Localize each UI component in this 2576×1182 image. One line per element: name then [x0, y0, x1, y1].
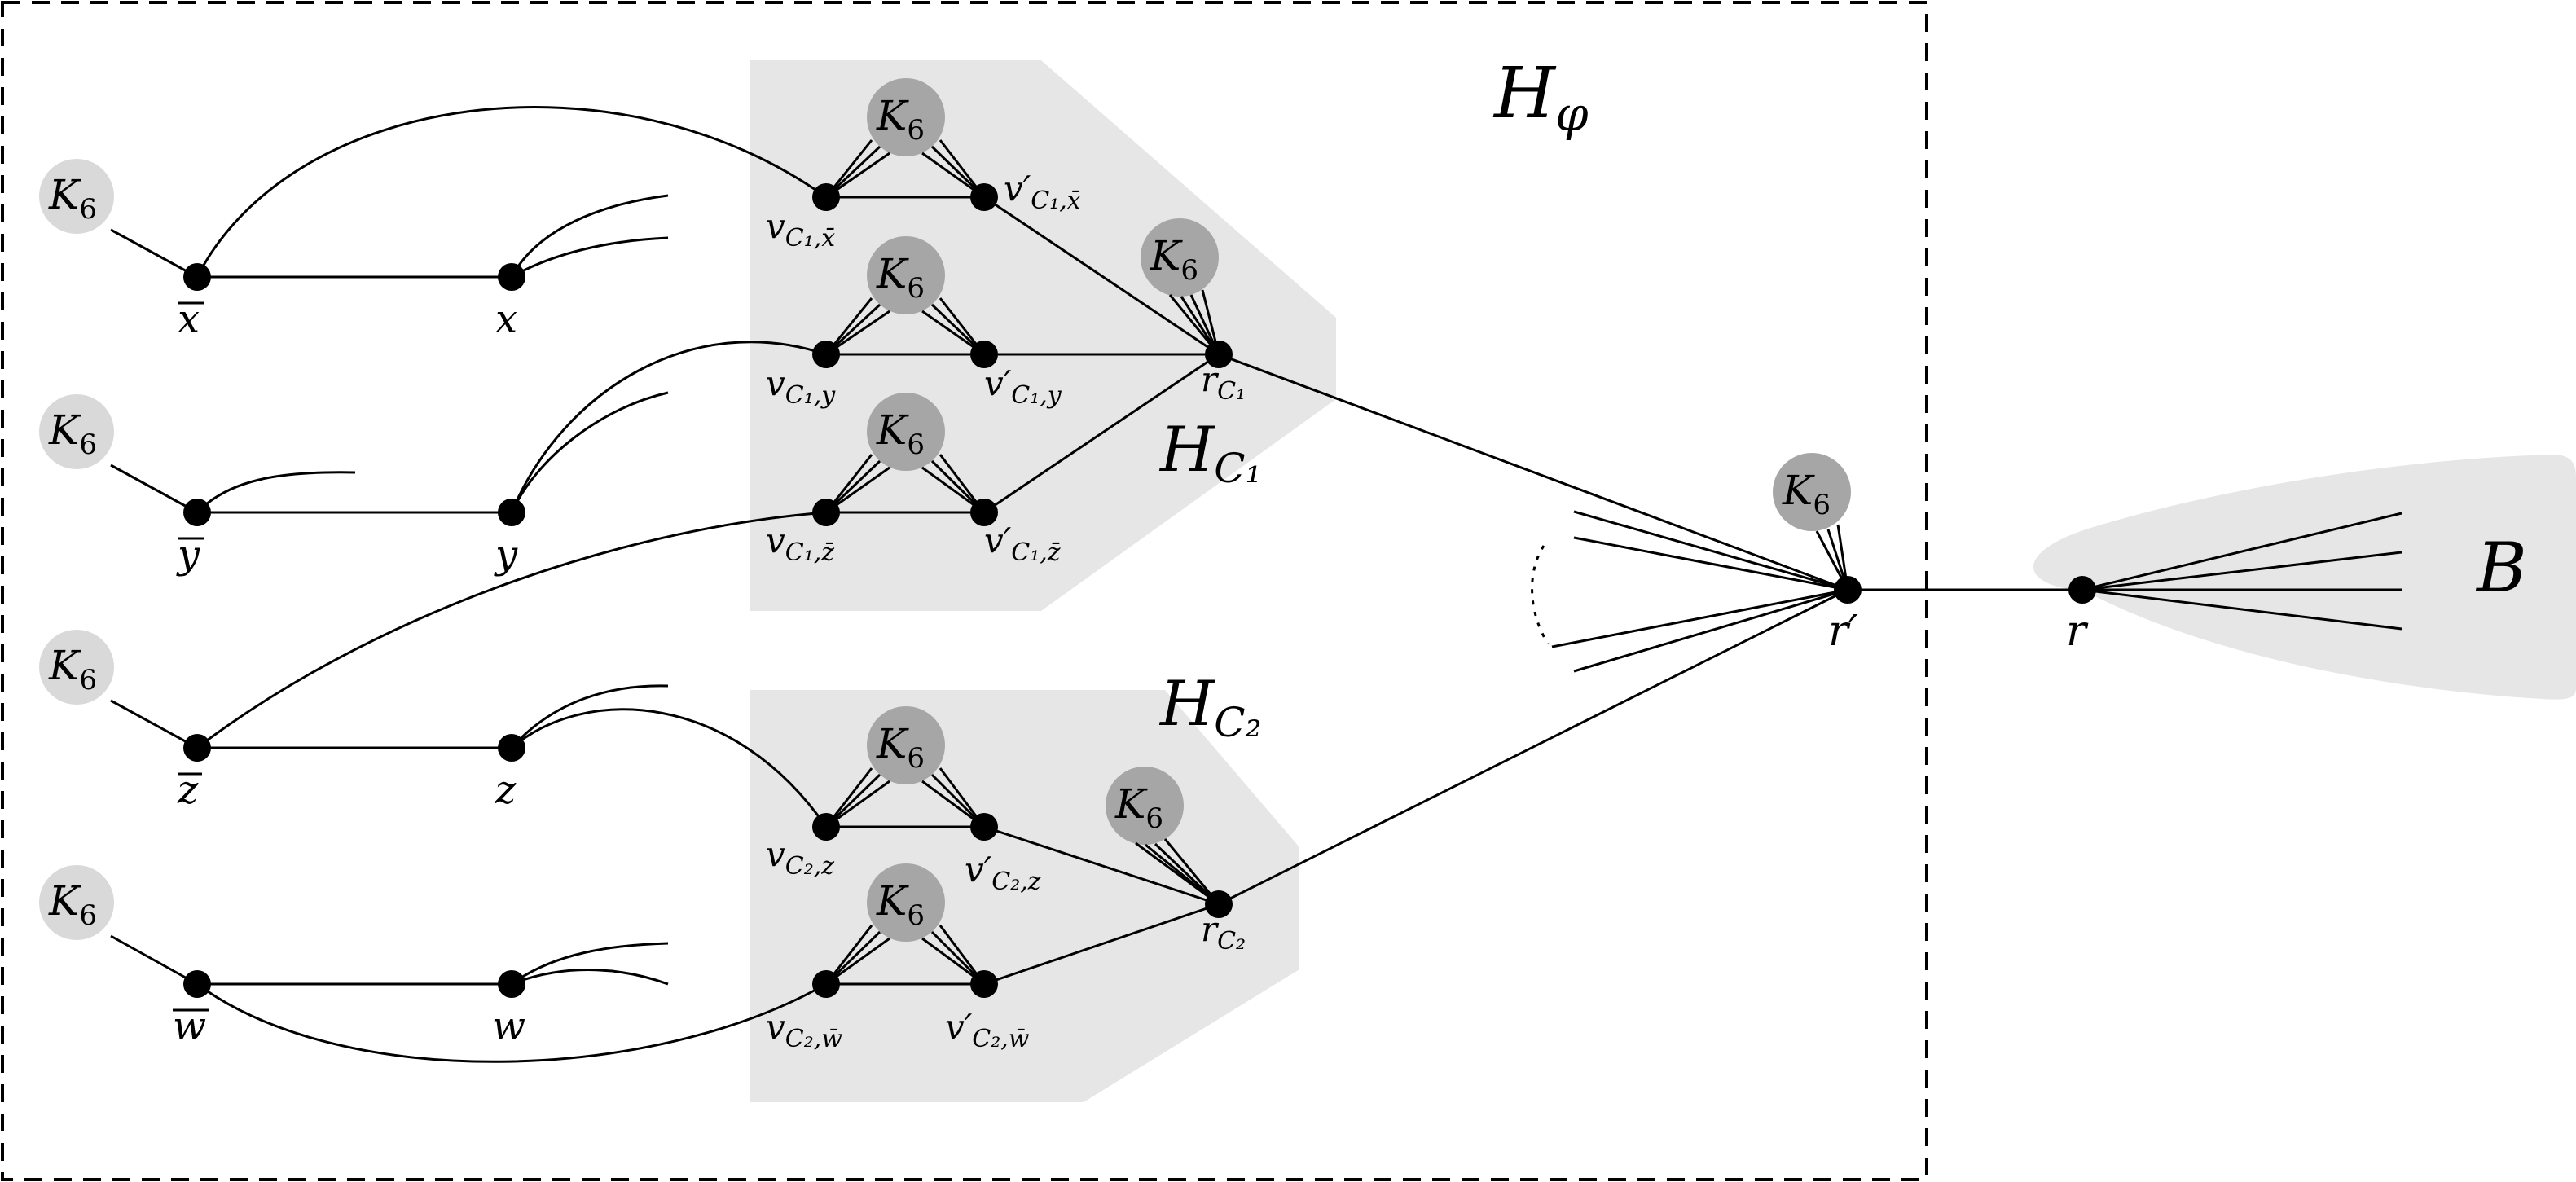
node-v-c1-xbar: [812, 183, 840, 211]
node-v-c2-wbar: [812, 970, 840, 998]
node-zbar: [183, 734, 211, 762]
region-titles: Hφ HC₁ HC₂ B: [1158, 53, 2527, 746]
edges: [110, 106, 2402, 1063]
label-x: x: [495, 297, 517, 342]
k6-label: K6: [48, 406, 97, 461]
label-z: z: [495, 767, 517, 813]
region-b: [2033, 455, 2576, 700]
node-rc2: [1205, 890, 1233, 918]
title-h-phi: Hφ: [1492, 53, 1589, 142]
node-v-c2-z: [812, 813, 840, 841]
title-h-c2: HC₂: [1158, 667, 1262, 746]
k6-circle-c1-y: [867, 236, 945, 314]
label-rc1: rC₁: [1201, 359, 1246, 406]
node-r: [2068, 576, 2096, 604]
k6-circle-wbar: [39, 865, 114, 940]
k6-label: K6: [1150, 232, 1198, 287]
node-xbar: [183, 263, 211, 291]
label-v-c2-z: vC₂,z: [766, 834, 834, 881]
k6-dark-group: [867, 78, 1851, 942]
k6-circle-ybar: [39, 394, 114, 469]
label-vp-c1-y: v′C₁,y: [984, 363, 1062, 410]
k6-circle-c1-xbar: [867, 78, 945, 156]
label-w: w: [492, 1004, 525, 1049]
node-vp-c1-xbar: [970, 183, 998, 211]
k6-label: K6: [48, 642, 97, 696]
title-b: B: [2475, 528, 2527, 608]
k6-light-group: [39, 159, 114, 940]
node-v-c1-y: [812, 341, 840, 368]
k6-label: K6: [1114, 780, 1163, 835]
node-wbar: [183, 970, 211, 998]
k6-circle-c2-z: [867, 706, 945, 784]
h-phi-border: [1, 1, 1928, 1181]
k6-labels: K6 K6 K6 K6 K6 K6 K6 K6 K6 K6 K6 K6: [48, 92, 1831, 932]
node-vp-c1-zbar: [970, 499, 998, 526]
nodes: [183, 183, 2096, 998]
k6-label: K6: [876, 92, 925, 147]
label-r: r: [2066, 607, 2089, 656]
node-x: [498, 263, 525, 291]
k6-circle-c1-zbar: [867, 393, 945, 471]
k6-circle-c2-wbar: [867, 863, 945, 942]
label-vp-c1-zbar: v′C₁,z̄: [984, 521, 1061, 567]
variable-labels: x x y y z z w w: [173, 297, 525, 1049]
k6-circle-rc2: [1106, 767, 1184, 845]
region-h-c1: [750, 60, 1336, 611]
label-v-c1-zbar: vC₁,z̄: [766, 521, 834, 567]
label-v-c1-y: vC₁,y: [766, 363, 836, 410]
k6-circle-xbar: [39, 159, 114, 234]
label-vp-c2-wbar: v′C₂,w̄: [945, 1007, 1030, 1053]
k6-label: K6: [1782, 467, 1831, 521]
title-h-c1: HC₁: [1158, 413, 1262, 492]
label-rc2: rC₂: [1201, 909, 1246, 956]
label-v-c2-wbar: vC₂,w̄: [766, 1007, 842, 1053]
k6-label: K6: [876, 720, 925, 775]
k6-label: K6: [48, 171, 97, 226]
node-rprime: [1834, 576, 1862, 604]
label-v-c1-xbar: vC₁,x̄: [766, 206, 835, 253]
node-vp-c2-z: [970, 813, 998, 841]
k6-circle-rprime: [1773, 453, 1851, 531]
k6-label: K6: [876, 877, 925, 932]
k6-label: K6: [48, 877, 97, 932]
node-vp-c2-wbar: [970, 970, 998, 998]
label-vp-c1-xbar: v′C₁,x̄: [1004, 169, 1081, 215]
label-r-prime: r′: [1828, 607, 1858, 656]
node-v-c1-zbar: [812, 499, 840, 526]
label-vp-c2-z: v′C₂,z: [965, 850, 1041, 896]
gadget-labels: vC₁,x̄ v′C₁,x̄ vC₁,y v′C₁,y vC₁,z̄ v′C₁,…: [766, 169, 2089, 1053]
label-y: y: [494, 532, 518, 578]
node-z: [498, 734, 525, 762]
node-rc1: [1205, 341, 1233, 368]
node-y: [498, 499, 525, 526]
k6-circle-zbar: [39, 630, 114, 705]
node-w: [498, 970, 525, 998]
node-vp-c1-y: [970, 341, 998, 368]
node-ybar: [183, 499, 211, 526]
k6-circle-rc1: [1141, 218, 1219, 297]
k6-label: K6: [876, 250, 925, 305]
k6-label: K6: [876, 406, 925, 461]
